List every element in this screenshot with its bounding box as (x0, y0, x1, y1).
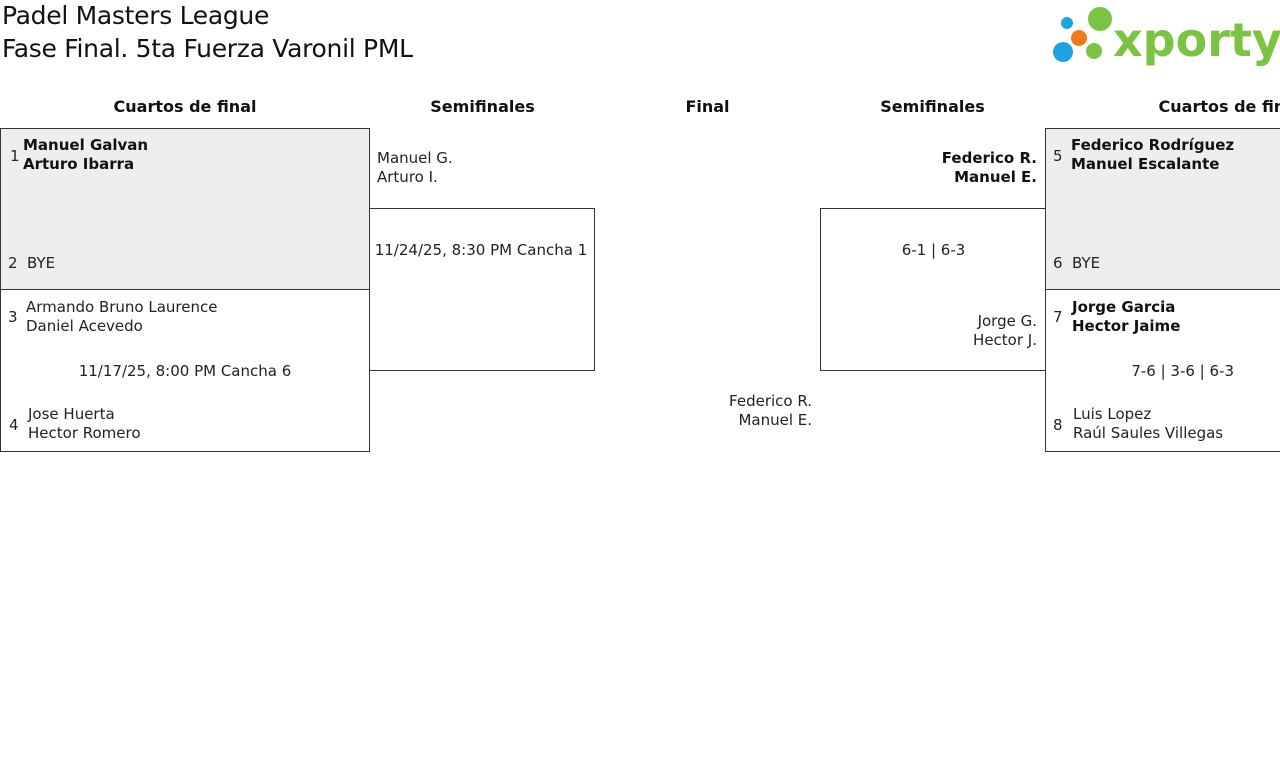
match-qf2[interactable]: 3 Armando Bruno Laurence Daniel Acevedo … (0, 289, 370, 452)
player-name: BYE (27, 254, 56, 272)
player-name: BYE (1072, 254, 1101, 272)
column-quarterfinals-right: Cuartos de final (1158, 97, 1280, 116)
seed-number: 8 (1053, 416, 1063, 434)
semifinal-player: Jorge G. (977, 312, 1037, 330)
semifinal-player: Manuel G. (377, 149, 453, 167)
match-schedule: 11/17/25, 8:00 PM Cancha 6 (78, 362, 292, 380)
player-name: Hector Jaime (1072, 317, 1181, 335)
seed-number: 4 (9, 416, 19, 434)
match-qf1[interactable]: 1 Manuel Galvan Arturo Ibarra 2 BYE (0, 128, 370, 290)
player-name: Jose Huerta (28, 405, 115, 423)
match-score: 6-1 | 6-3 (901, 241, 966, 259)
xporty-logo: xporty (1050, 4, 1280, 68)
column-semifinals-right: Semifinales (880, 97, 985, 116)
match-schedule: 11/24/25, 8:30 PM Cancha 1 (374, 241, 588, 259)
column-quarterfinals-left: Cuartos de final (113, 97, 257, 116)
player-name: Jorge Garcia (1072, 298, 1176, 316)
match-sf-right[interactable]: 6-1 | 6-3 Jorge G. Hector J. (820, 208, 1046, 371)
player-name: Manuel Galvan (23, 136, 149, 154)
final-player: Federico R. (729, 392, 812, 410)
player-name: Raúl Saules Villegas (1073, 424, 1224, 442)
match-qf4[interactable]: 7 Jorge Garcia Hector Jaime 7-6 | 3-6 | … (1045, 289, 1280, 452)
seed-number: 5 (1053, 147, 1063, 165)
seed-number: 2 (8, 254, 18, 272)
seed-number: 6 (1053, 254, 1063, 272)
seed-number: 7 (1053, 308, 1063, 326)
match-score: 7-6 | 3-6 | 6-3 (1131, 362, 1234, 380)
semifinal-player: Manuel E. (954, 168, 1037, 186)
player-name: Federico Rodríguez (1071, 136, 1235, 154)
player-name: Manuel Escalante (1071, 155, 1220, 173)
player-name: Luis Lopez (1073, 405, 1152, 423)
player-name: Armando Bruno Laurence (26, 298, 218, 316)
match-sf-left[interactable]: 11/24/25, 8:30 PM Cancha 1 (369, 208, 595, 371)
match-qf3[interactable]: 5 Federico Rodríguez Manuel Escalante 6 … (1045, 128, 1280, 290)
logo-graphic: xporty (1053, 7, 1280, 67)
column-final: Final (685, 97, 730, 116)
logo-text: xporty (1113, 13, 1280, 67)
page-subtitle: Fase Final. 5ta Fuerza Varonil PML (2, 34, 413, 63)
page-title: Padel Masters League (2, 1, 270, 30)
column-semifinals-left: Semifinales (430, 97, 535, 116)
semifinal-player: Hector J. (973, 331, 1037, 349)
semifinal-player: Federico R. (941, 149, 1037, 167)
final-player: Manuel E. (738, 411, 812, 429)
player-name: Hector Romero (28, 424, 141, 442)
player-name: Daniel Acevedo (26, 317, 143, 335)
seed-number: 1 (10, 147, 20, 165)
player-name: Arturo Ibarra (23, 155, 135, 173)
semifinal-player: Arturo I. (377, 168, 438, 186)
seed-number: 3 (8, 308, 18, 326)
